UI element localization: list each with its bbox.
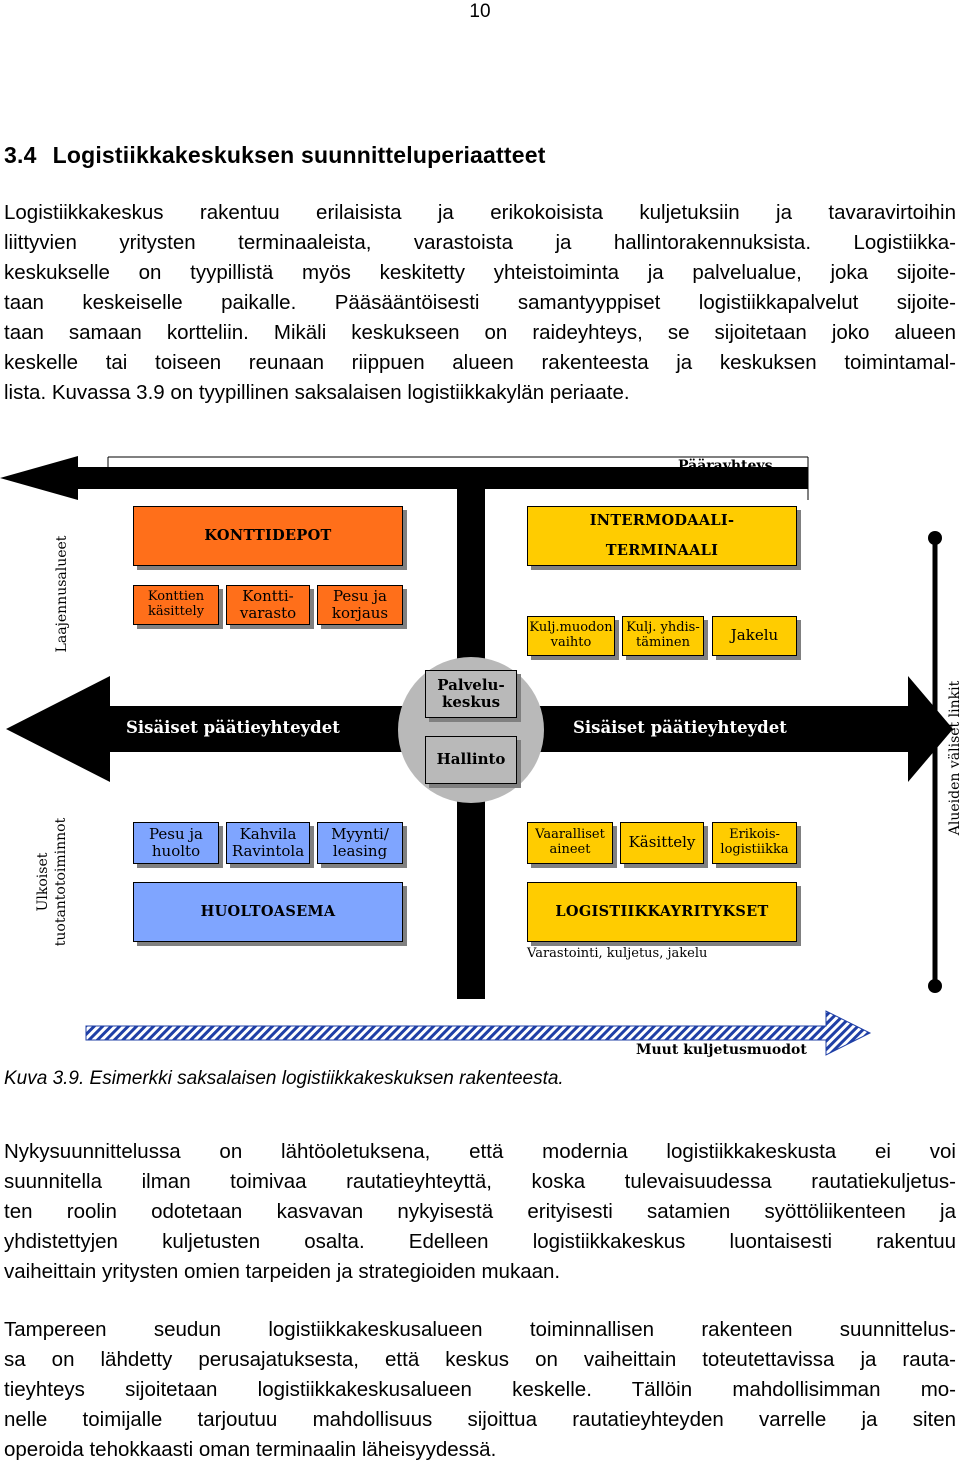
text-line: operoida tehokkaasti oman terminaalin lä… bbox=[4, 1438, 497, 1461]
logistics-companies-box: LOGISTIIKKAYRITYKSET bbox=[527, 882, 797, 942]
text-line: tieyhteys sijoitetaan logistiikkakeskusa… bbox=[4, 1378, 956, 1401]
page-number: 10 bbox=[469, 1, 491, 22]
text-line: keskukselle on tyypillistä myös keskitet… bbox=[4, 261, 956, 284]
box-text: korjaus bbox=[331, 604, 389, 622]
box-text: huolto bbox=[151, 842, 201, 860]
text-line: sa on lähdetty perusajatuksesta, että ke… bbox=[4, 1348, 956, 1371]
expansion-areas-label: Laajennusalueet bbox=[54, 535, 70, 653]
section-title-text: Logistiikkakeskuksen suunnitteluperiaatt… bbox=[52, 142, 546, 168]
sales-leasing-box: Myynti/ leasing bbox=[317, 822, 403, 864]
text-line: keskelle tai toiseen reunaan riippuen al… bbox=[4, 351, 956, 374]
box-text: Pesu ja bbox=[332, 586, 388, 605]
box-text: INTERMODAALI- bbox=[589, 512, 735, 529]
box-text: Kulj. yhdis- bbox=[626, 620, 700, 636]
box-text: vaihto bbox=[550, 635, 592, 650]
service-station-box: HUOLTOASEMA bbox=[133, 882, 403, 942]
other-transport-arrow bbox=[85, 1010, 872, 1056]
box-text: täminen bbox=[636, 635, 690, 650]
mode-change-box: Kulj.muodon vaihto bbox=[527, 616, 615, 656]
box-text: keskus bbox=[441, 693, 501, 711]
link-dot-top bbox=[928, 531, 942, 545]
box-text: Erikois- bbox=[729, 827, 780, 843]
box-text: Konttien bbox=[147, 589, 205, 605]
box-text: TERMINAALI bbox=[605, 542, 719, 559]
inter-area-links-label: Alueiden väliset linkit bbox=[947, 680, 960, 836]
container-storage-box: Kontti- varasto bbox=[226, 585, 310, 625]
text-line: vaiheittain yritysten omien tarpeiden ja… bbox=[4, 1260, 561, 1283]
wash-repair-box: Pesu ja korjaus bbox=[317, 585, 403, 625]
box-text: käsittely bbox=[147, 604, 205, 619]
container-handling-box: Konttien käsittely bbox=[133, 585, 219, 625]
road-label-left: Sisäiset päätieyhteydet bbox=[126, 718, 340, 737]
box-text: Kontti- bbox=[242, 586, 294, 605]
box-text: Kulj.muodon bbox=[529, 620, 613, 636]
text-line: Tampereen seudun logistiikkakeskusalueen… bbox=[4, 1318, 956, 1341]
box-text: logistiikka bbox=[720, 842, 789, 857]
external-production-line1: Ulkoiset bbox=[35, 852, 51, 912]
text-line: ten roolin odotetaan kasvavan nykyisestä… bbox=[4, 1200, 956, 1223]
text-line: lista. Kuvassa 3.9 on tyypillinen saksal… bbox=[4, 381, 630, 404]
box-text: Vaaralliset bbox=[535, 827, 605, 843]
main-rail-label: Päärayhteys bbox=[678, 458, 773, 474]
main-rail-arrow bbox=[0, 456, 808, 500]
road-label-right: Sisäiset päätieyhteydet bbox=[573, 718, 787, 737]
text-line: taan samaan kortteliin. Mikäli keskuksee… bbox=[4, 321, 956, 344]
paragraph-rail: Nykysuunnittelussa on lähtöoletuksena, e… bbox=[4, 1137, 956, 1287]
konttidepot-box: KONTTIDEPOT bbox=[133, 506, 403, 566]
other-transport-label: Muut kuljetusmuodot bbox=[636, 1042, 807, 1058]
figure-caption: Kuva 3.9. Esimerkki saksalaisen logistii… bbox=[4, 1068, 564, 1089]
handling-box: Käsittely bbox=[620, 822, 704, 864]
hazardous-goods-box: Vaaralliset aineet bbox=[527, 822, 613, 864]
text-line: suunnitella ilman toimivaa rautatieyhtey… bbox=[4, 1170, 956, 1193]
intermodal-terminal-box: INTERMODAALI- TERMINAALI bbox=[527, 506, 797, 566]
cafe-restaurant-box: Kahvila Ravintola bbox=[226, 822, 310, 864]
box-text: Myynti/ bbox=[331, 824, 389, 843]
box-text: Ravintola bbox=[231, 842, 305, 860]
distribution-box: Jakelu bbox=[712, 616, 797, 656]
link-dot-bottom bbox=[928, 979, 942, 993]
text-line: nelle toimijalle tarjoutuu mahdollisuus … bbox=[4, 1408, 956, 1431]
text-line: yhdistettyjen kuljetusten osalta. Edelle… bbox=[4, 1230, 956, 1253]
logistics-centre-diagram: Päärayhteys Laajennusalueet Ulkoiset tuo… bbox=[0, 448, 960, 1068]
section-title: 3.4 Logistiikkakeskuksen suunnitteluperia… bbox=[4, 142, 546, 169]
text-line: liittyvien yritysten terminaaleista, var… bbox=[4, 231, 956, 254]
logistics-companies-subtitle: Varastointi, kuljetus, jakelu bbox=[527, 946, 708, 961]
box-text: varasto bbox=[239, 604, 297, 622]
text-line: taan keskeiselle paikalle. Pääsääntöises… bbox=[4, 291, 956, 314]
text-line: Nykysuunnittelussa on lähtöoletuksena, e… bbox=[4, 1140, 956, 1163]
combining-box: Kulj. yhdis- täminen bbox=[622, 616, 704, 656]
wash-service-box: Pesu ja huolto bbox=[133, 822, 219, 864]
external-production-label: Ulkoiset tuotantotoiminnot bbox=[34, 802, 70, 962]
administration-box: Hallinto bbox=[425, 736, 517, 784]
text-line: Logistiikkakeskus rakentuu erilaisista j… bbox=[4, 201, 956, 224]
service-centre-box: Palvelu- keskus bbox=[425, 670, 517, 718]
box-text: Palvelu- bbox=[437, 675, 505, 694]
paragraph-intro: Logistiikkakeskus rakentuu erilaisista j… bbox=[4, 198, 956, 408]
paragraph-tampere: Tampereen seudun logistiikkakeskusalueen… bbox=[4, 1315, 956, 1465]
box-text: Pesu ja bbox=[148, 824, 204, 843]
special-logistics-box: Erikois- logistiikka bbox=[712, 822, 797, 864]
box-text: leasing bbox=[332, 842, 388, 860]
box-text: Kahvila bbox=[239, 824, 297, 843]
section-number: 3.4 bbox=[4, 142, 37, 168]
box-text: aineet bbox=[549, 842, 591, 857]
external-production-line2: tuotantotoiminnot bbox=[53, 817, 69, 947]
